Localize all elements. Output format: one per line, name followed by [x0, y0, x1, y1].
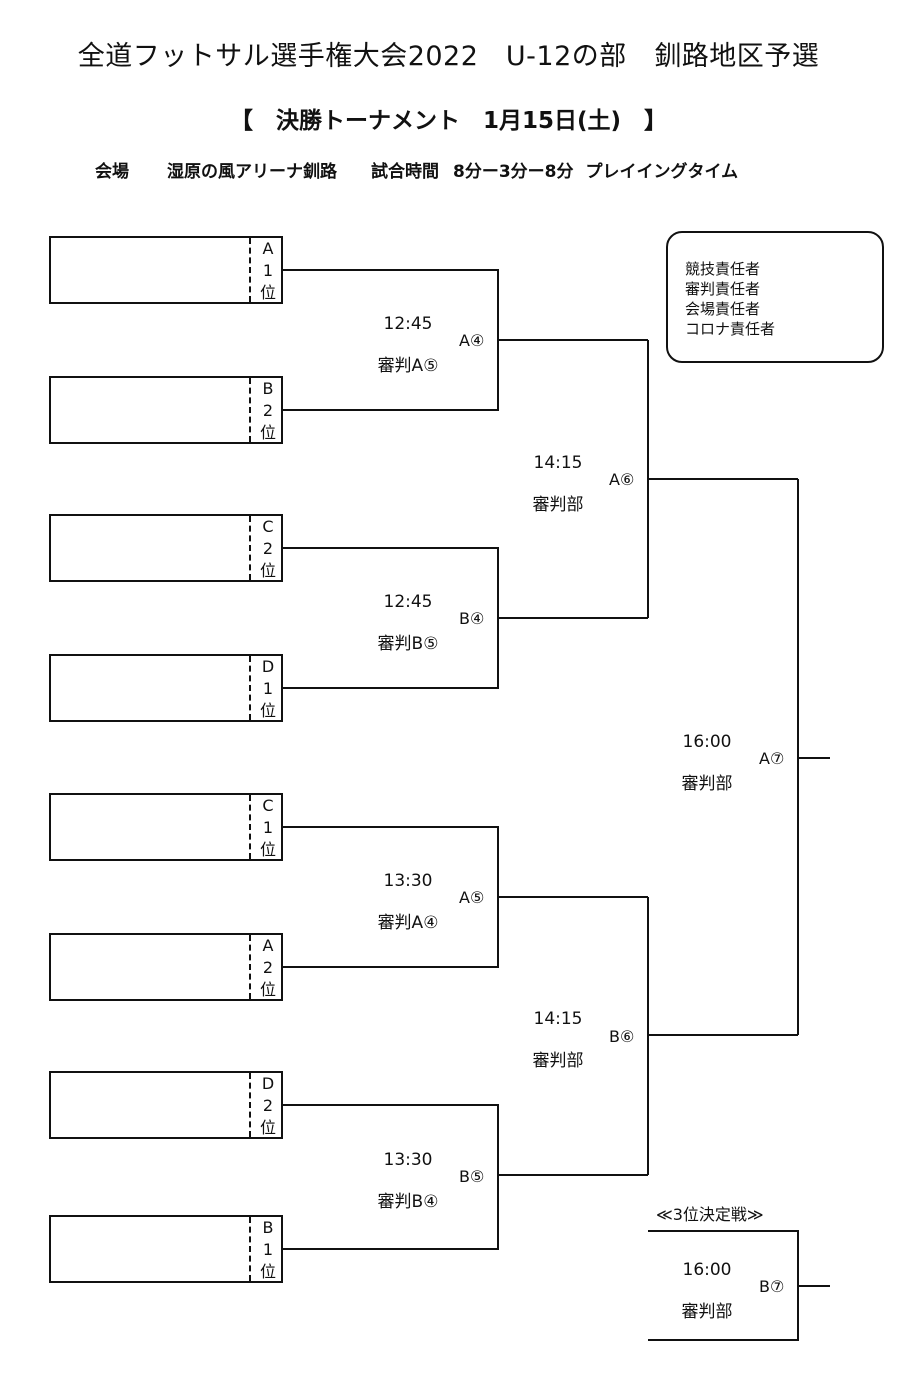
bracket-line-b4	[283, 547, 648, 689]
match-referee: 審判部	[681, 774, 733, 794]
bracket-line-a4	[283, 269, 648, 411]
match-time: 12:45	[383, 592, 433, 612]
match-time-format: 8分ー3分ー8分	[453, 162, 574, 182]
match-code: A⑥	[609, 470, 635, 489]
bracket-line-b6	[647, 897, 798, 1175]
bracket-line-a5	[283, 826, 648, 968]
match-referee: 審判部	[681, 1302, 733, 1322]
match-time: 13:30	[383, 1150, 433, 1170]
third-place-title: ≪3位決定戦≫	[656, 1205, 764, 1224]
match-time: 12:45	[383, 314, 433, 334]
match-code: A⑦	[759, 749, 785, 768]
match-time: 16:00	[682, 732, 732, 752]
match-code: B⑦	[759, 1277, 785, 1296]
match-referee: 審判部	[532, 495, 584, 515]
page-title: 全道フットサル選手権大会2022 U-12の部 釧路地区予選	[77, 41, 820, 72]
match-referee: 審判部	[532, 1051, 584, 1071]
match-code: B⑤	[459, 1167, 485, 1186]
bracket-line-b5	[283, 1104, 648, 1250]
bracket-line-a7	[797, 479, 830, 1035]
match-time-type: プレイイングタイム	[585, 162, 739, 182]
match-time: 14:15	[533, 1009, 583, 1029]
official-role: 会場責任者	[685, 300, 761, 318]
match-time: 13:30	[383, 871, 433, 891]
match-time: 14:15	[533, 453, 583, 473]
match-referee: 審判A⑤	[377, 356, 439, 376]
official-role: コロナ責任者	[685, 320, 776, 338]
venue-info-line: 会場 湿原の風アリーナ釧路 試合時間 8分ー3分ー8分プレイイングタイム	[95, 157, 738, 182]
officials-box: 競技責任者 審判責任者 会場責任者 コロナ責任者	[666, 231, 884, 363]
match-referee: 審判B④	[377, 1192, 439, 1212]
match-time-label: 試合時間	[371, 162, 439, 182]
official-role: 競技責任者	[685, 260, 761, 278]
bracket-line-a6	[647, 340, 798, 618]
match-referee: 審判A④	[377, 913, 439, 933]
match-code: B⑥	[609, 1027, 635, 1046]
match-code: A④	[459, 331, 485, 350]
venue-name: 湿原の風アリーナ釧路	[167, 162, 337, 182]
match-code: B④	[459, 609, 485, 628]
page-subtitle: 【 決勝トーナメント 1月15日(土) 】	[229, 108, 668, 134]
bracket-line-b7	[648, 1230, 830, 1341]
match-time: 16:00	[682, 1260, 732, 1280]
venue-label: 会場	[95, 162, 129, 182]
official-role: 審判責任者	[685, 280, 761, 298]
match-referee: 審判B⑤	[377, 634, 439, 654]
match-code: A⑤	[459, 888, 485, 907]
